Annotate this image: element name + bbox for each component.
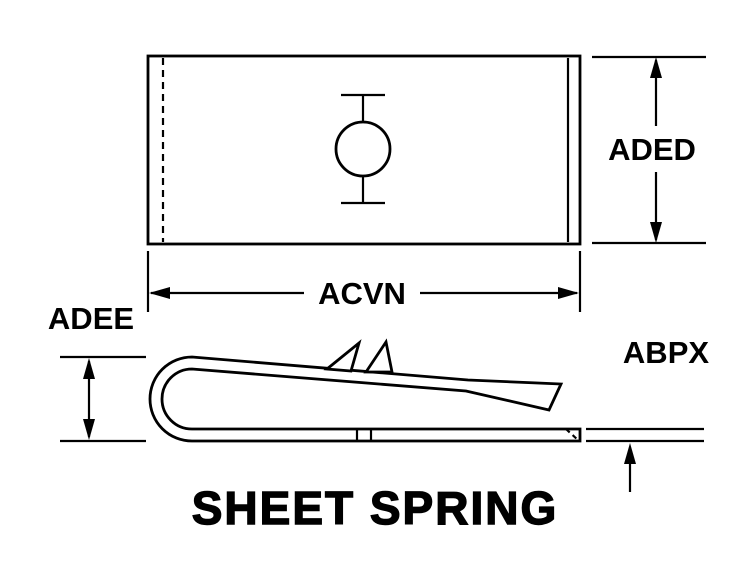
label-abpx: ABPX — [623, 335, 709, 370]
acvn-arrow-left — [149, 287, 170, 299]
adee-arrow-up — [83, 358, 95, 379]
side-view — [148, 338, 582, 443]
top-view — [146, 54, 582, 246]
abpx-arrow-up — [624, 443, 636, 464]
spring-prong-right — [363, 338, 394, 374]
diagram-title: SHEET SPRING — [192, 482, 559, 534]
aded-arrow-down — [650, 222, 662, 243]
acvn-arrow-right — [558, 287, 579, 299]
aded-arrow-up — [650, 57, 662, 78]
label-aded: ADED — [608, 132, 696, 167]
dim-aded: ADED — [592, 55, 706, 245]
adee-arrow-down — [83, 419, 95, 440]
dim-abpx: ABPX — [586, 335, 709, 492]
dim-acvn: ACVN — [146, 251, 582, 312]
label-adee: ADEE — [48, 301, 134, 336]
spring-prong-left — [323, 339, 362, 373]
end-chamfer-dashed-line — [565, 428, 580, 442]
spring-profile — [148, 355, 582, 443]
center-hole-symbol — [334, 93, 392, 205]
label-acvn: ACVN — [318, 276, 406, 311]
center-hole-circle — [334, 120, 392, 178]
dim-adee: ADEE — [48, 301, 146, 443]
